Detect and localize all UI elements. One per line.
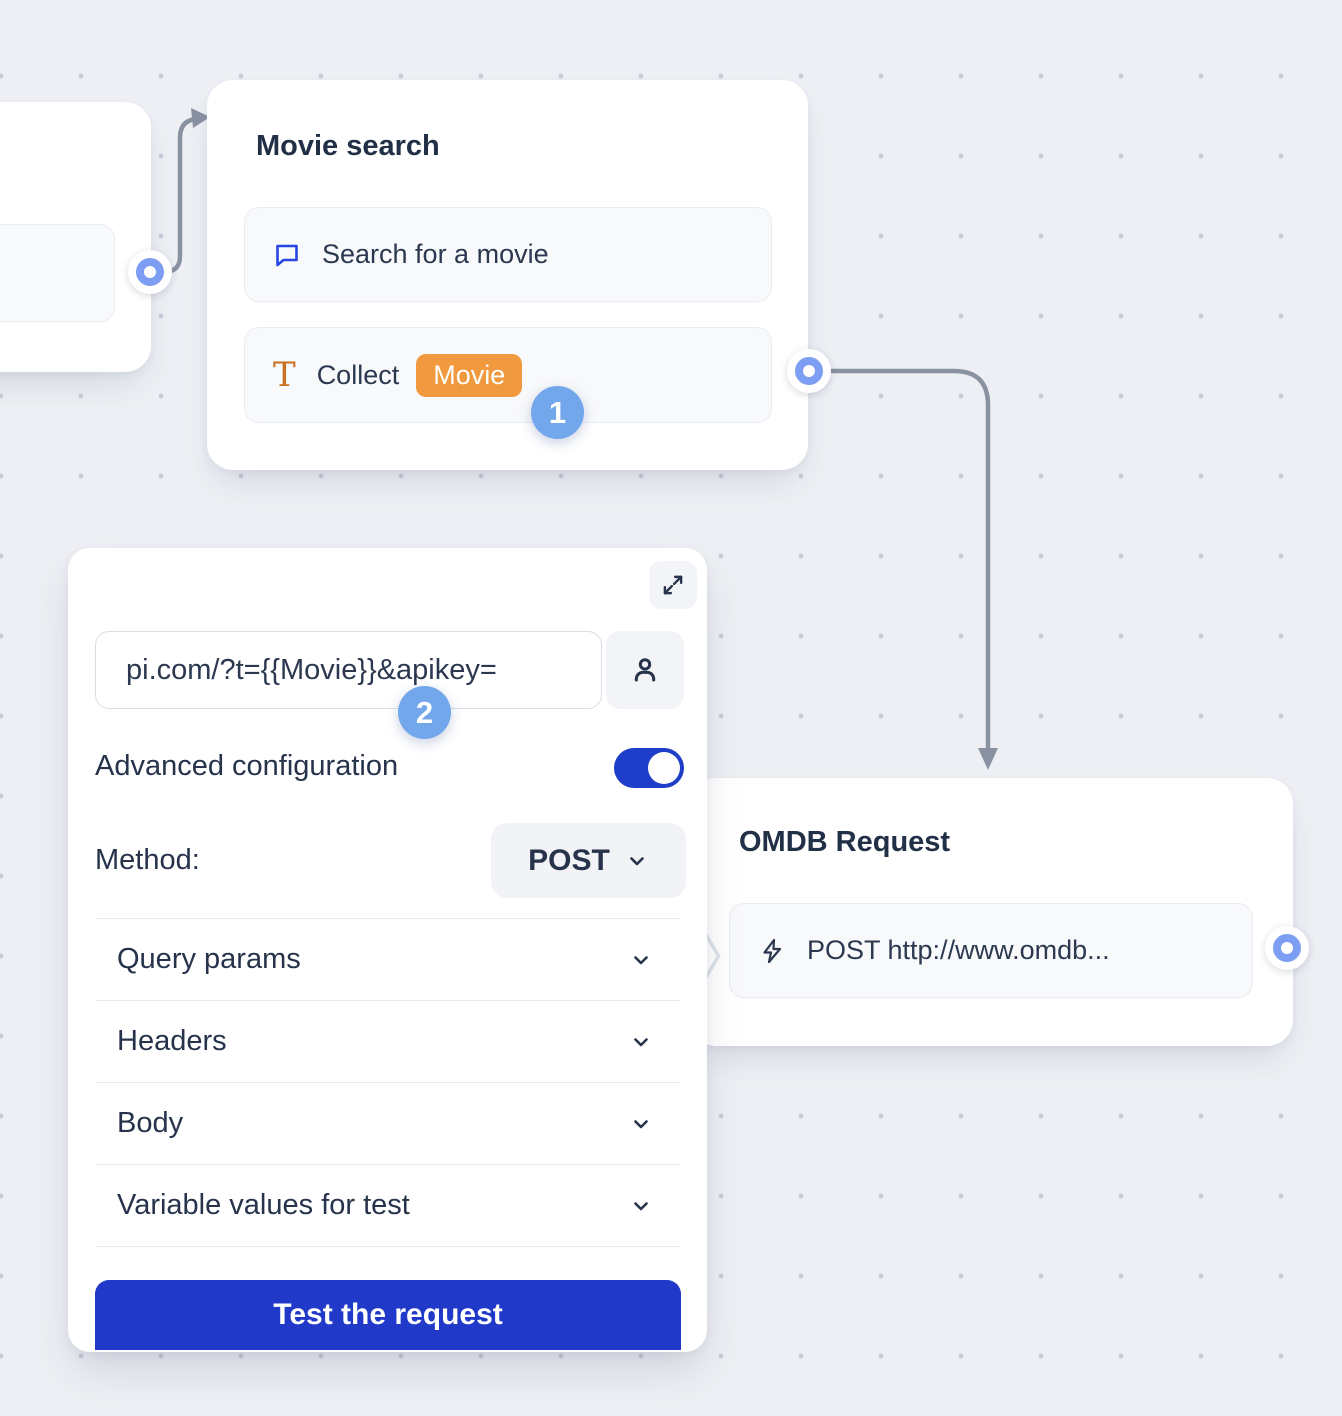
- method-value: POST: [528, 843, 610, 877]
- node-item-question[interactable]: Search for a movie: [244, 207, 772, 302]
- advanced-config-label: Advanced configuration: [95, 750, 399, 782]
- node-previous-partial[interactable]: [0, 102, 151, 372]
- section-label: Variable values for test: [117, 1189, 410, 1221]
- method-select[interactable]: POST: [491, 823, 686, 898]
- node-item-label: POST http://www.omdb...: [807, 935, 1110, 965]
- section-label: Query params: [117, 943, 301, 975]
- output-port-previous[interactable]: [128, 250, 172, 294]
- section-query-params[interactable]: Query params: [95, 918, 681, 1000]
- node-item-label: Collect: [316, 359, 400, 390]
- text-input-icon: T: [273, 355, 296, 395]
- node-item[interactable]: [0, 224, 115, 322]
- request-config-panel: 2 Advanced configuration Method: POST Qu…: [68, 548, 707, 1352]
- output-port-movie-search[interactable]: [787, 349, 831, 393]
- expand-button[interactable]: [649, 561, 697, 609]
- wire-previous-to-movie-search: [147, 116, 200, 275]
- url-input[interactable]: [95, 631, 602, 709]
- node-title: OMDB Request: [739, 826, 951, 858]
- section-headers[interactable]: Headers: [95, 1000, 681, 1082]
- toggle-knob: [648, 752, 680, 784]
- node-item-webhook[interactable]: POST http://www.omdb...: [729, 903, 1253, 998]
- advanced-config-toggle[interactable]: [614, 748, 684, 788]
- node-omdb-request[interactable]: OMDB Request POST http://www.omdb...: [690, 778, 1293, 1046]
- chevron-down-icon: [634, 955, 648, 964]
- method-label: Method:: [95, 844, 200, 876]
- chevron-down-icon: [634, 1119, 648, 1128]
- step-badge-1: 1: [531, 386, 584, 439]
- user-button[interactable]: [606, 631, 684, 709]
- node-item-collect[interactable]: T Collect Movie: [244, 327, 772, 423]
- step-badge-2: 2: [398, 686, 451, 739]
- section-body[interactable]: Body: [95, 1082, 681, 1164]
- section-label: Headers: [117, 1025, 227, 1057]
- input-port-chevron-icon: [704, 933, 721, 979]
- expand-icon: [663, 575, 683, 595]
- section-variable-values[interactable]: Variable values for test: [95, 1164, 681, 1246]
- chevron-down-icon: [634, 1037, 648, 1046]
- user-icon: [634, 658, 656, 682]
- node-title: Movie search: [256, 130, 440, 162]
- node-item-label: Search for a movie: [322, 239, 549, 269]
- node-movie-search[interactable]: Movie search Search for a movie T Collec…: [207, 80, 808, 470]
- chat-bubble-icon: [276, 244, 298, 266]
- variable-chip: Movie: [416, 353, 523, 397]
- wire-arrowhead: [978, 748, 998, 770]
- config-sections: Query params Headers Body Variable value…: [95, 918, 681, 1247]
- section-label: Body: [117, 1107, 184, 1139]
- lightning-icon: [763, 938, 782, 963]
- chevron-down-icon: [630, 856, 644, 865]
- test-request-button[interactable]: Test the request: [95, 1280, 681, 1350]
- chevron-down-icon: [634, 1201, 648, 1210]
- wire-movie-search-to-omdb: [806, 368, 991, 753]
- output-port-omdb[interactable]: [1265, 926, 1309, 970]
